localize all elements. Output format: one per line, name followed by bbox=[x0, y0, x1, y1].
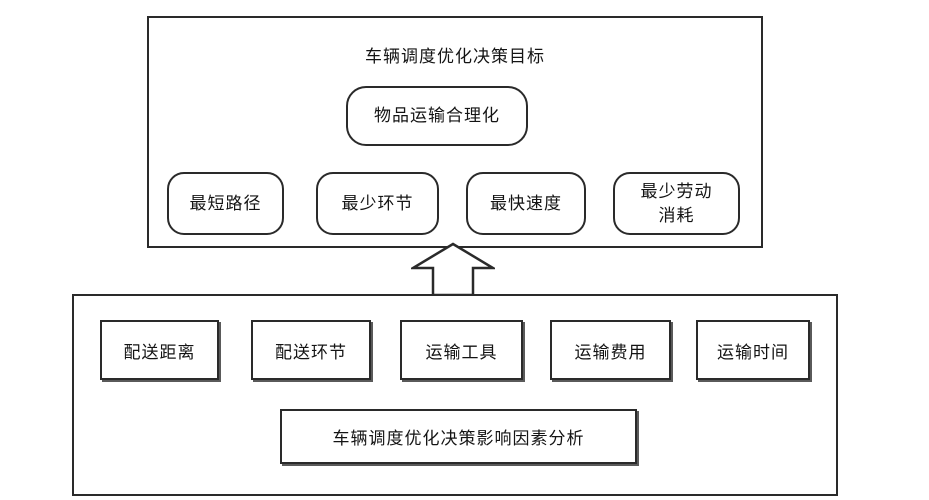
factor-node: 运输费用 bbox=[550, 320, 671, 380]
sub-goal-node: 最少劳动 消耗 bbox=[613, 172, 740, 235]
main-goal-node: 物品运输合理化 bbox=[346, 86, 528, 146]
factor-node: 运输工具 bbox=[400, 320, 523, 380]
factor-node: 配送距离 bbox=[100, 320, 219, 380]
up-arrow-icon bbox=[411, 242, 495, 297]
goal-panel-title: 车辆调度优化决策目标 bbox=[365, 47, 545, 67]
sub-goal-node: 最快速度 bbox=[466, 172, 586, 235]
analysis-node: 车辆调度优化决策影响因素分析 bbox=[280, 409, 637, 464]
sub-goal-node: 最少环节 bbox=[316, 172, 439, 235]
factor-node: 运输时间 bbox=[696, 320, 810, 380]
sub-goal-node: 最短路径 bbox=[167, 172, 284, 235]
factor-node: 配送环节 bbox=[251, 320, 371, 380]
goal-panel: 车辆调度优化决策目标 物品运输合理化 最短路径 最少环节 最快速度 最少劳动 消… bbox=[147, 16, 763, 248]
factor-panel: 配送距离 配送环节 运输工具 运输费用 运输时间 车辆调度优化决策影响因素分析 bbox=[72, 294, 838, 496]
